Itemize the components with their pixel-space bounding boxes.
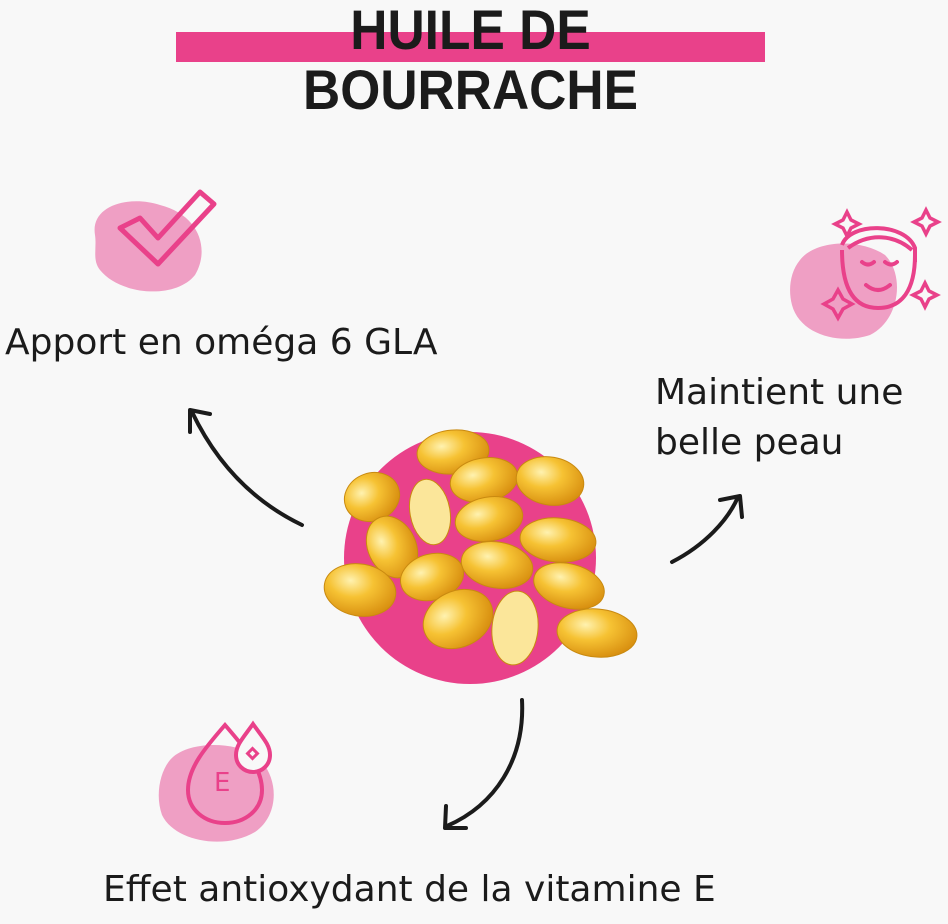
checkmark-icon	[94, 189, 217, 292]
page-title: HUILE DE BOURRACHE	[303, 0, 638, 121]
arrow-to-vitamin	[443, 698, 525, 830]
vitamin-e-letter: E	[214, 768, 231, 798]
benefit-skin-label-line1: Maintient une	[655, 372, 904, 413]
capsules	[323, 429, 638, 666]
benefit-vitamin-e-label: Effet antioxydant de la vitamine E	[103, 869, 716, 910]
vitamin-e-drop-icon	[158, 720, 274, 842]
benefit-skin-label-line2: belle peau	[655, 422, 844, 463]
arrow-to-skin	[670, 494, 744, 564]
benefit-omega-label: Apport en oméga 6 GLA	[5, 322, 438, 363]
face-glow-icon	[790, 206, 942, 339]
title-highlight	[176, 32, 765, 62]
arrow-to-omega	[188, 408, 304, 527]
